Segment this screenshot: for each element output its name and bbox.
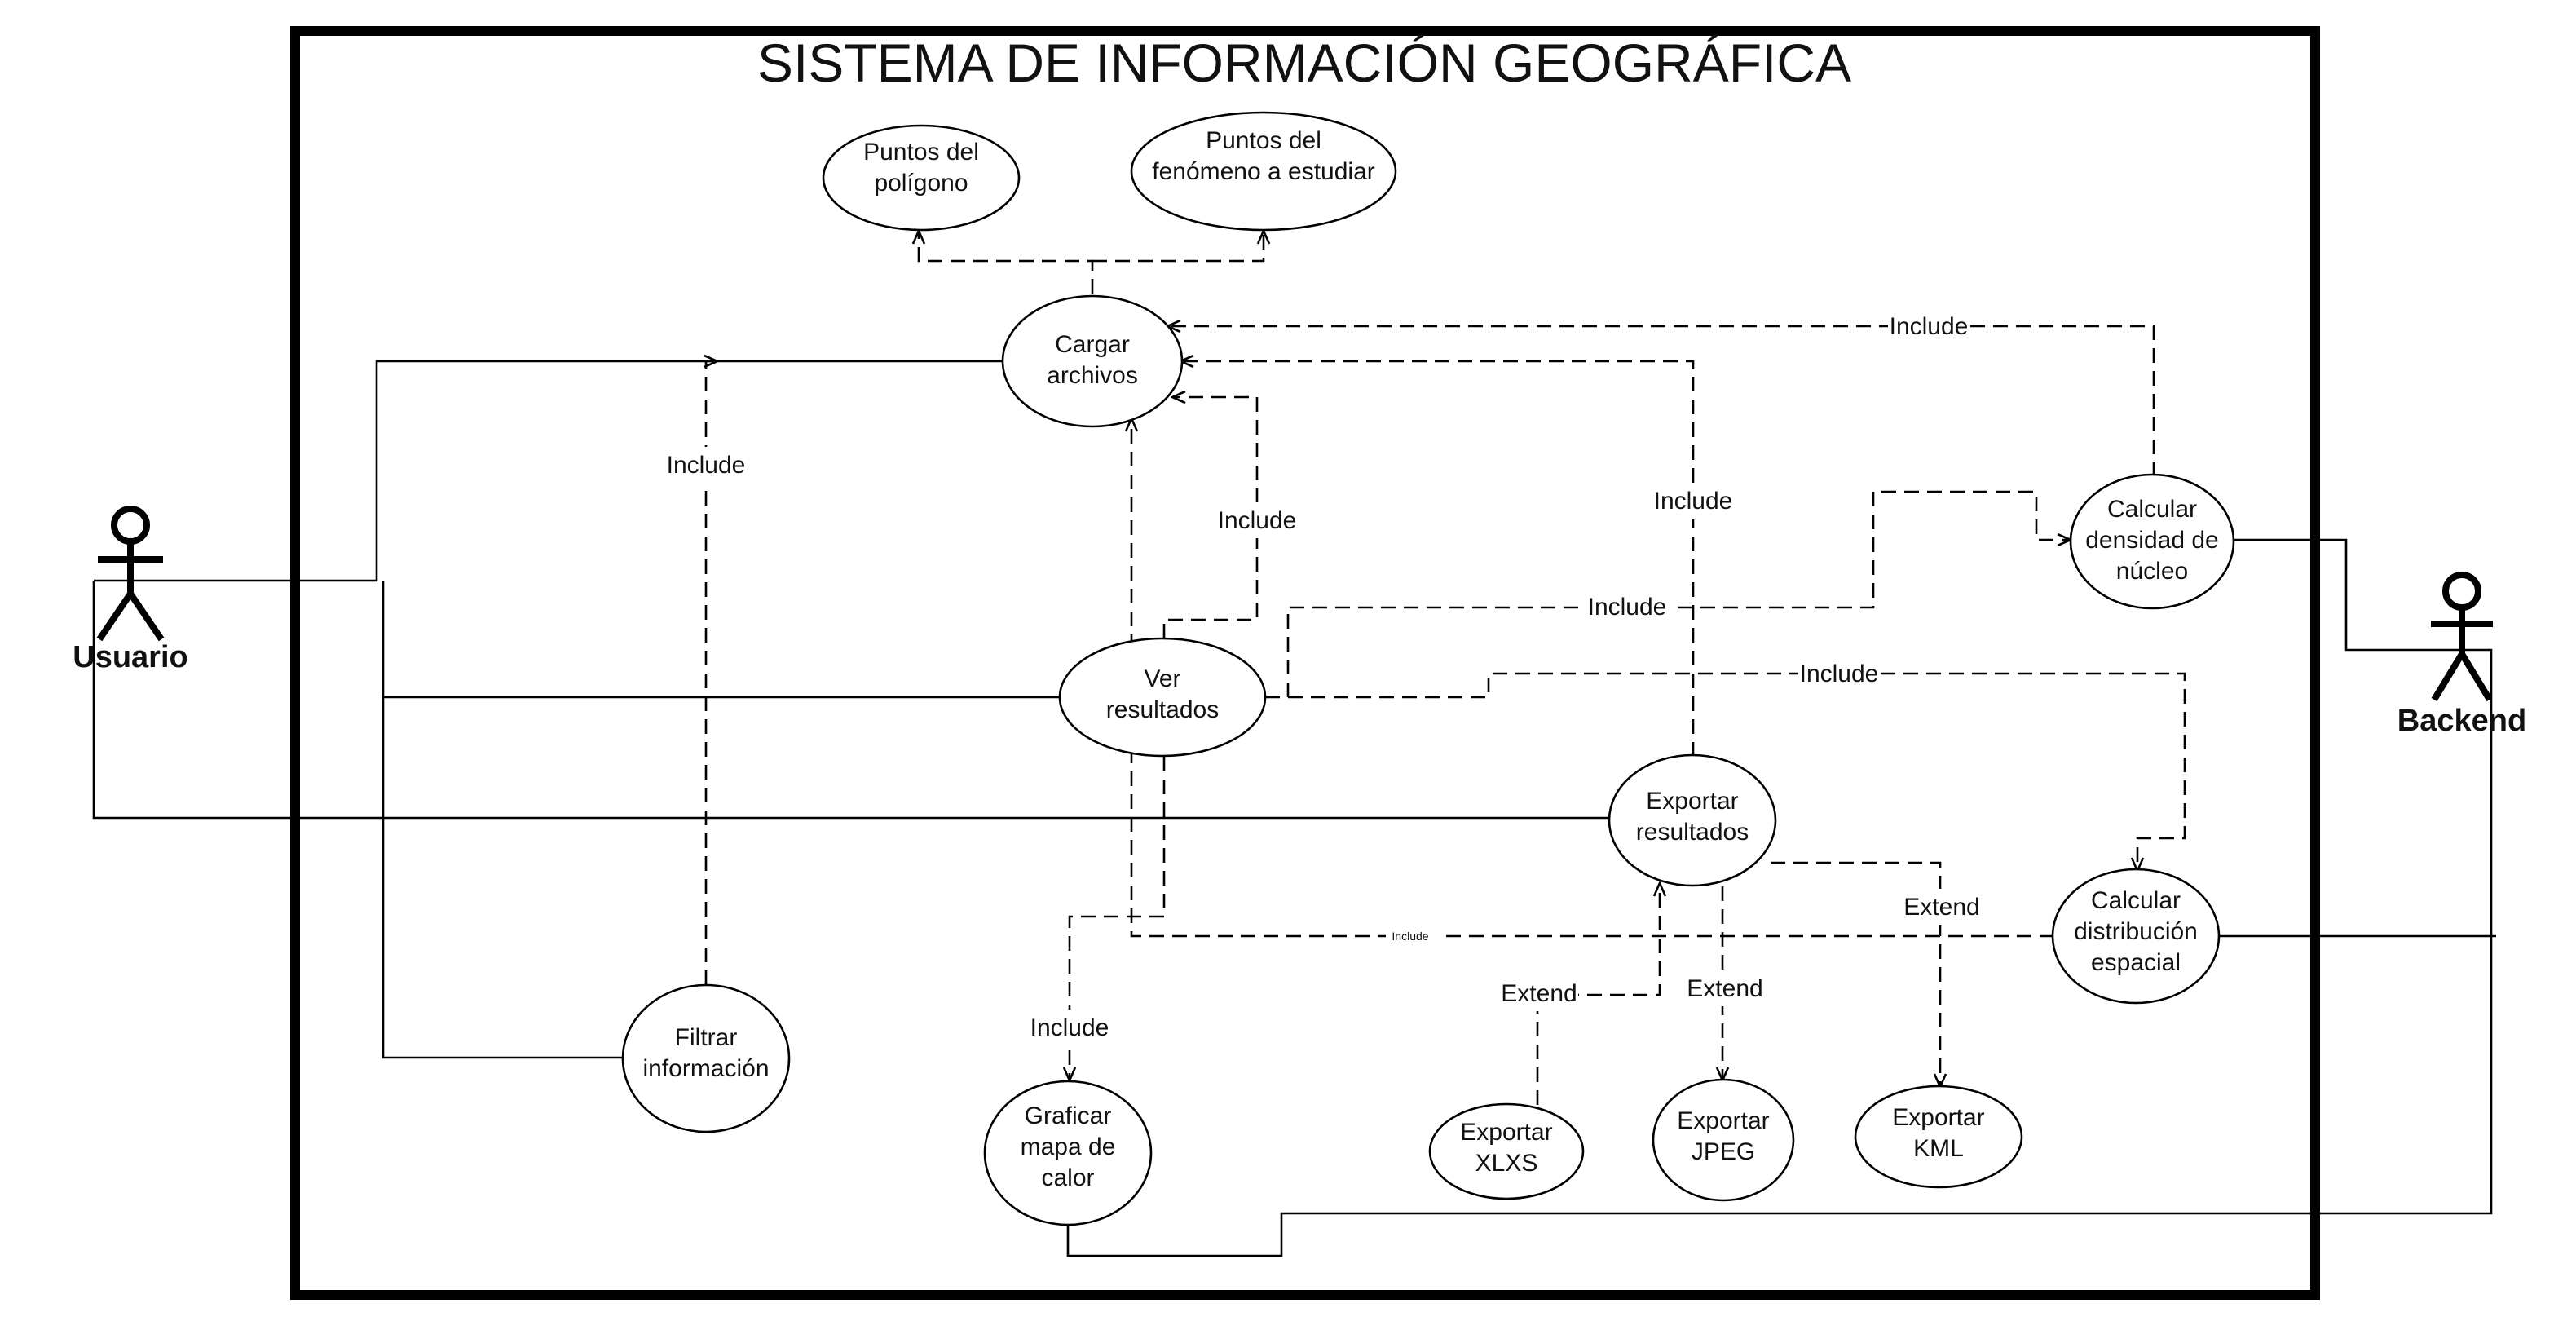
svg-text:Exportar: Exportar	[1892, 1104, 1984, 1131]
extend-xlxs-exportar	[1536, 883, 1660, 1105]
svg-text:núcleo: núcleo	[2116, 558, 2188, 585]
actor-backend-head-icon	[2442, 572, 2481, 611]
include-label-small: Include	[1392, 930, 1428, 943]
include-exportar-cargar	[1180, 361, 1695, 757]
svg-text:JPEG: JPEG	[1692, 1138, 1755, 1165]
use-case-exportar-xlxs: Exportar XLXS	[1428, 1102, 1585, 1200]
extend-label: Extend	[1501, 980, 1577, 1007]
association-usuario-ver-resultados	[382, 581, 1060, 699]
include-ver-cargar	[1162, 397, 1259, 638]
svg-text:distribución: distribución	[2074, 918, 2198, 945]
include-ver-densidad	[1286, 490, 2071, 697]
include-cargar-puntos-poligono	[919, 231, 1094, 294]
include-label: Include	[1800, 660, 1879, 687]
include-cargar-puntos-fenomeno	[1092, 231, 1264, 263]
svg-text:XLXS: XLXS	[1475, 1150, 1538, 1177]
svg-text:información: información	[642, 1055, 769, 1082]
actor-backend-label: Backend	[2397, 704, 2526, 738]
use-case-cargar-archivos: Cargar archivos	[1001, 294, 1184, 428]
include-distribucion-cargar	[1131, 418, 2054, 938]
svg-text:archivos: archivos	[1047, 362, 1138, 389]
include-label: Include	[667, 452, 746, 479]
use-case-exportar-jpeg: Exportar JPEG	[1652, 1078, 1795, 1202]
svg-text:fenómeno a estudiar: fenómeno a estudiar	[1152, 158, 1375, 185]
include-label: Include	[1890, 313, 1969, 340]
association-lines	[92, 360, 2496, 1257]
svg-text:resultados: resultados	[1106, 696, 1219, 723]
svg-text:espacial: espacial	[2091, 949, 2181, 976]
association-usuario-filtrar-informacion	[382, 697, 623, 1059]
use-case-calcular-distribucion: Calcular distribución espacial	[2051, 868, 2221, 1005]
include-ver-distribucion	[1265, 672, 2186, 871]
svg-text:Exportar: Exportar	[1646, 788, 1738, 815]
use-case-puntos-poligono: Puntos del polígono	[822, 124, 1021, 232]
svg-text:resultados: resultados	[1636, 819, 1749, 846]
extend-kml-exportar	[1771, 861, 1940, 1087]
include-ver-graficar	[1070, 757, 1166, 1080]
include-densidad-cargar	[1167, 326, 2155, 477]
svg-text:densidad de: densidad de	[2085, 527, 2218, 554]
svg-text:mapa de: mapa de	[1021, 1133, 1116, 1160]
svg-text:Puntos del: Puntos del	[863, 139, 979, 166]
svg-text:Ver: Ver	[1144, 665, 1180, 692]
use-case-graficar-mapa-calor: Graficar mapa de calor	[983, 1080, 1153, 1226]
system-boundary	[290, 26, 2320, 1300]
include-label: Include	[1588, 594, 1667, 621]
svg-text:calor: calor	[1041, 1164, 1094, 1191]
svg-text:Calcular: Calcular	[2107, 496, 2197, 523]
association-backend-calcular-densidad	[1066, 538, 2493, 1257]
actor-usuario-label: Usuario	[73, 640, 187, 674]
svg-text:Puntos del: Puntos del	[1206, 127, 1321, 154]
use-case-puntos-fenomeno: Puntos del fenómeno a estudiar	[1130, 111, 1397, 232]
dependency-lines	[706, 231, 2186, 1105]
svg-text:Exportar: Exportar	[1677, 1107, 1769, 1134]
include-label: Include	[1218, 507, 1297, 534]
actor-usuario-head-icon	[111, 506, 150, 545]
use-case-calcular-densidad: Calcular densidad de núcleo	[2069, 473, 2235, 610]
system-title: SISTEMA DE INFORMACIÓN GEOGRÁFICA	[757, 33, 1851, 93]
svg-text:Calcular: Calcular	[2091, 887, 2181, 914]
association-usuario-cargar-archivos	[94, 360, 1003, 582]
include-label: Include	[1030, 1014, 1109, 1041]
association-usuario-exportar-resultados	[92, 581, 1610, 820]
relation-labels: Include Include Include Include Include …	[667, 308, 1981, 1045]
actor-backend: Backend	[2397, 572, 2526, 738]
svg-text:polígono: polígono	[874, 170, 968, 197]
include-label: Include	[1654, 488, 1733, 515]
include-filtrar-cargar	[706, 361, 717, 985]
extend-label: Extend	[1687, 975, 1762, 1002]
actor-usuario: Usuario	[73, 506, 188, 674]
svg-text:Exportar: Exportar	[1460, 1119, 1552, 1146]
svg-text:Cargar: Cargar	[1055, 331, 1130, 358]
use-case-filtrar-informacion: Filtrar información	[621, 983, 791, 1133]
svg-text:KML: KML	[1913, 1135, 1964, 1162]
use-case-exportar-kml: Exportar KML	[1854, 1085, 2023, 1189]
svg-text:Graficar: Graficar	[1025, 1102, 1112, 1129]
svg-text:Filtrar: Filtrar	[675, 1024, 738, 1051]
use-case-exportar-resultados: Exportar resultados	[1608, 753, 1777, 887]
extend-label: Extend	[1903, 894, 1979, 921]
use-case-ver-resultados: Ver resultados	[1058, 637, 1267, 758]
